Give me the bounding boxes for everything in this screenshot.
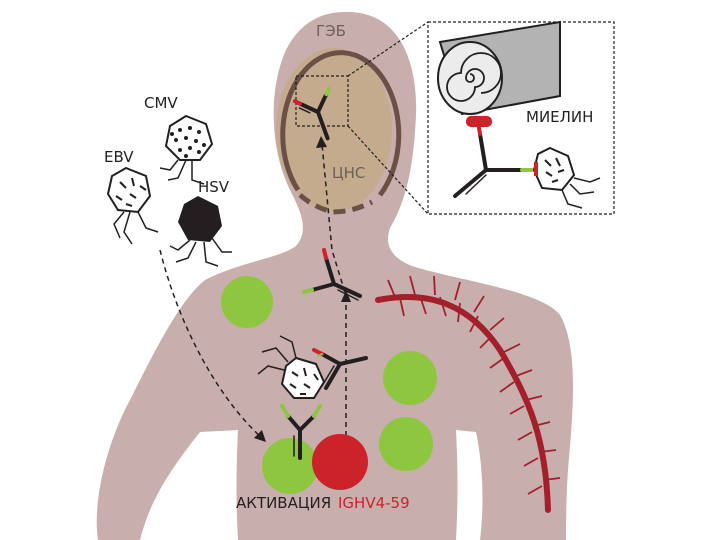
mid-arrowhead (341, 290, 351, 302)
blood-brain-barrier-gap (298, 193, 374, 215)
bbb-label: ГЭБ (316, 22, 346, 40)
activation-label: АКТИВАЦИЯ (236, 494, 331, 512)
myelin-spiral-icon (446, 52, 502, 102)
cmv-label: CMV (144, 94, 178, 112)
red-cell-ighv (312, 434, 368, 490)
activation-antibody (280, 404, 322, 460)
cns-region (276, 48, 392, 212)
cns-label: ЦНС (332, 164, 365, 182)
brain-antibody (292, 86, 331, 141)
hsv-virus (169, 196, 232, 267)
blood-brain-barrier-line (280, 50, 402, 197)
panel-virus (532, 146, 601, 209)
activation-to-cns-arrow (321, 143, 347, 436)
panel-antibody (453, 126, 534, 198)
cns-arrowhead (316, 136, 327, 148)
myelin-antigen (466, 116, 492, 127)
ighv-gene-label: IGHV4-59 (338, 494, 410, 512)
bound-virus (257, 335, 326, 399)
green-cell-activation (262, 438, 318, 494)
circulating-antibody (302, 248, 362, 301)
vessel-branches (387, 275, 561, 495)
green-cell-left (221, 276, 273, 328)
myelin-label: МИЕЛИН (526, 108, 593, 126)
green-cell-right-bottom (379, 417, 433, 471)
ebv-virus (106, 166, 159, 245)
virus-to-activation-arrow (159, 249, 263, 439)
activation-arrowhead (254, 430, 266, 442)
myelin-roll-end (437, 41, 503, 115)
ebv-label: EBV (104, 148, 134, 166)
center-antibody (312, 348, 368, 390)
body-silhouette (96, 11, 573, 540)
cmv-virus (159, 114, 214, 185)
blood-vessel (375, 294, 551, 513)
hsv-label: HSV (198, 178, 230, 196)
green-cell-right-top (383, 351, 437, 405)
zoom-line-top (347, 21, 429, 77)
